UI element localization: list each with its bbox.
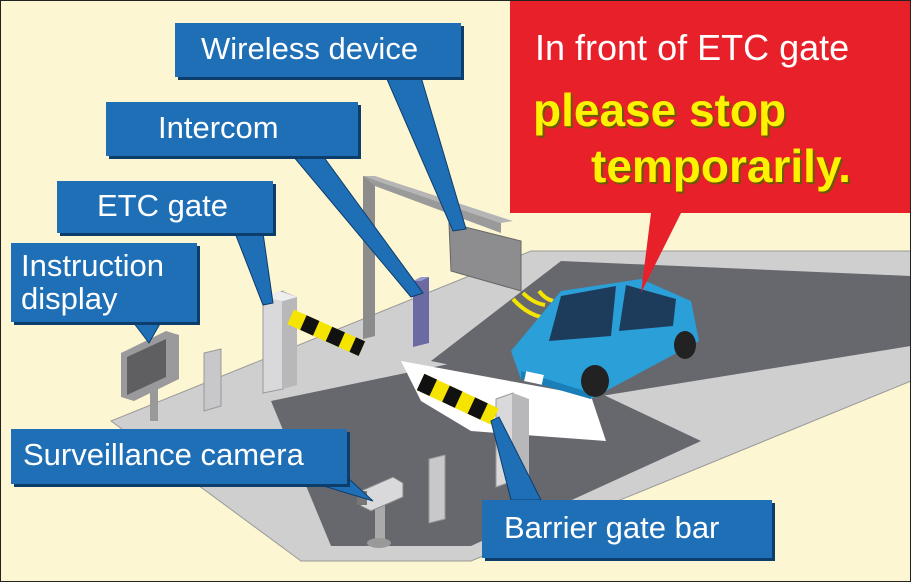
bollard-1 bbox=[203, 348, 222, 412]
wireless-panel bbox=[448, 222, 522, 292]
label-surveillance-camera: Surveillance camera bbox=[11, 429, 347, 484]
callout-pointer-etc bbox=[234, 232, 274, 306]
callout-pointer-instruction bbox=[131, 321, 162, 344]
label-barrier-gate-bar: Barrier gate bar bbox=[482, 500, 772, 558]
notice-line-3: temporarily. bbox=[591, 140, 851, 192]
label-etc-gate: ETC gate bbox=[57, 181, 273, 233]
bollard-2 bbox=[428, 454, 446, 524]
car bbox=[511, 279, 699, 399]
barrier-bar-upper bbox=[287, 309, 366, 356]
instruction-display-unit bbox=[121, 331, 179, 421]
etc-gate-post bbox=[262, 290, 297, 394]
label-instruction-display: Instruction display bbox=[11, 243, 197, 322]
label-wireless-device: Wireless device bbox=[175, 23, 461, 77]
notice-line-1: In front of ETC gate bbox=[535, 27, 850, 68]
callout-pointer-intercom bbox=[291, 155, 424, 298]
notice-line-2: please stop bbox=[533, 84, 787, 136]
barrier-bar-lower bbox=[416, 373, 499, 425]
callout-pointer-wireless bbox=[385, 76, 467, 232]
notice-balloon bbox=[510, 1, 910, 293]
label-intercom: Intercom bbox=[106, 102, 358, 156]
